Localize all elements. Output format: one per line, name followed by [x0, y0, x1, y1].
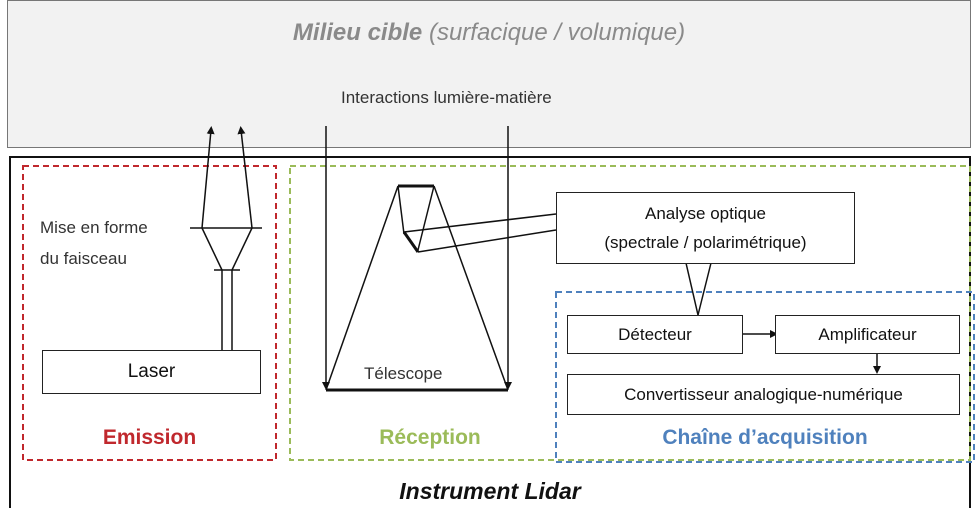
interactions-label: Interactions lumière-matière [341, 88, 552, 107]
target-medium-title-italic: (surfacique / volumique) [428, 19, 686, 46]
beam-shaping-line1: Mise en forme [40, 218, 148, 237]
emission-section-box [22, 165, 277, 461]
optical-analysis-box: Analyse optique (spectrale / polarimétri… [556, 192, 855, 264]
return-light [322, 126, 512, 390]
emission-beam [190, 126, 262, 350]
reception-section-box [289, 165, 971, 461]
optical-analysis-line2: (spectrale / polarimétrique) [604, 233, 807, 252]
beam-shaping-line2: du faisceau [40, 249, 127, 268]
acquisition-section-box [555, 291, 975, 463]
optical-analysis-line1: Analyse optique [645, 204, 766, 223]
emission-label: Emission [102, 426, 197, 449]
telescope-label: Télescope [364, 364, 443, 383]
target-medium-box [7, 0, 971, 148]
instrument-label: Instrument Lidar [399, 478, 581, 504]
analysis-to-detector [685, 262, 712, 316]
target-medium-title: Milieu cible (surfacique / volumique) [7, 19, 971, 47]
target-medium-title-bold: Milieu cible [292, 19, 423, 46]
acquisition-label: Chaîne d’acquisition [662, 426, 868, 449]
reception-label: Réception [379, 426, 481, 449]
telescope [325, 184, 557, 392]
laser-box: Laser [42, 350, 261, 394]
converter-box: Convertisseur analogique-numérique [567, 374, 960, 415]
detector-box: Détecteur [567, 315, 743, 354]
amplifier-box: Amplificateur [775, 315, 960, 354]
